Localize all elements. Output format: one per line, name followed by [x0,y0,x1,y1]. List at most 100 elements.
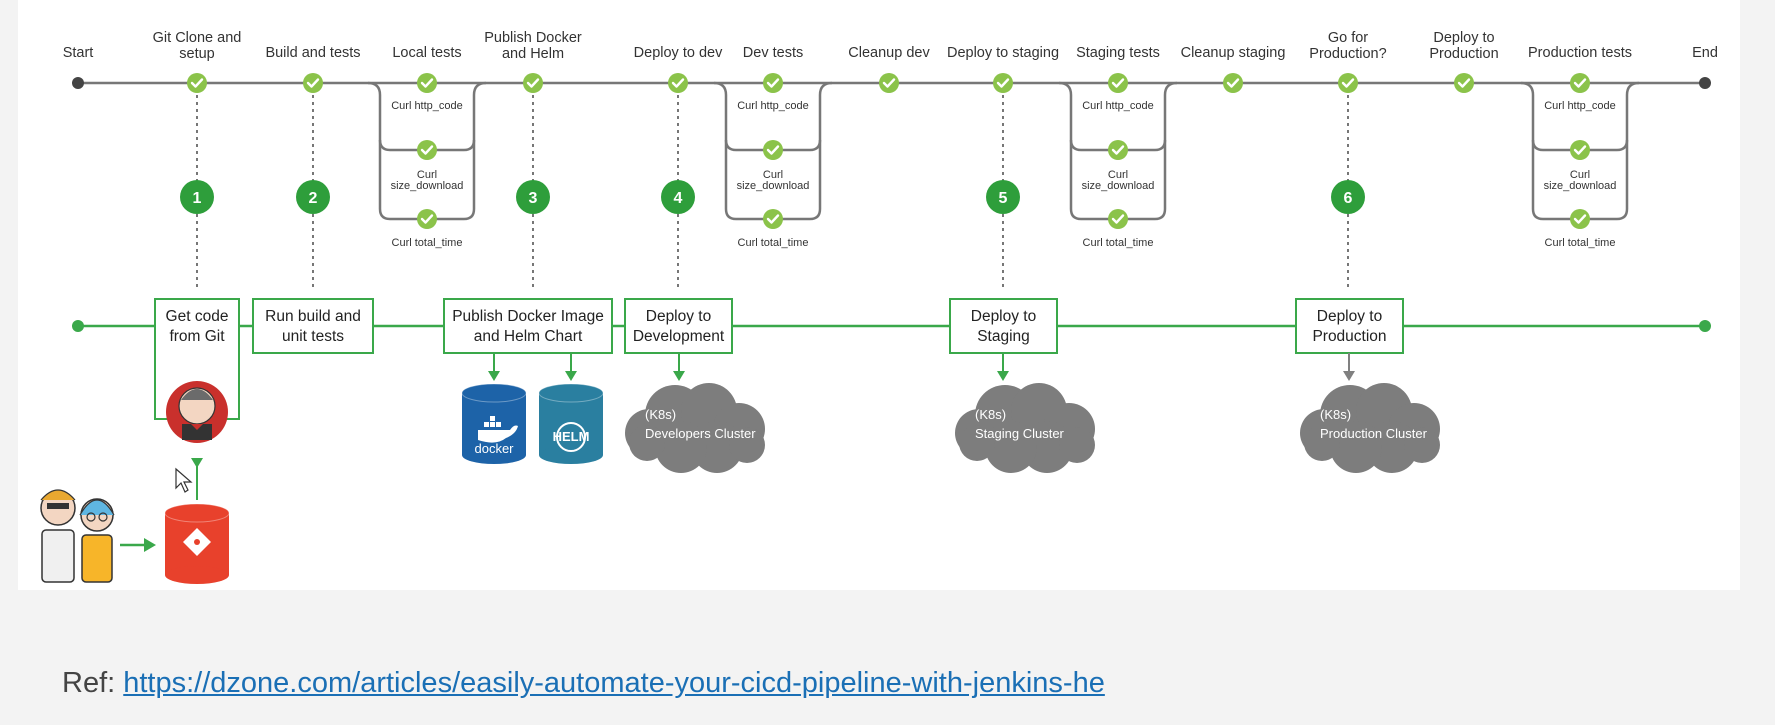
cloud-puff [1366,421,1418,473]
check-circle [763,140,783,160]
stage-label-deploy-production: Production [1429,46,1498,62]
box-label-deploy-staging-box: Deploy to [971,308,1036,325]
box-label-publish-image: Publish Docker Image [452,308,604,325]
check-mark [1111,78,1125,88]
cloud-puff [1330,421,1382,473]
reference-prefix: Ref: [62,667,124,699]
check-mark [1341,78,1355,88]
check-mark [306,78,320,88]
check-mark [1573,145,1587,155]
developer-glasses [86,512,96,522]
docker-container-icon [484,422,489,427]
box-label-deploy-development: Development [633,328,725,345]
cloud-label-staging-cluster: Staging Cluster [975,426,1065,441]
cloud-puff [1021,421,1073,473]
developer-glasses [98,512,108,522]
box-run-build [252,298,374,354]
check-icon [879,73,899,93]
cloud-label-dev-cluster: (K8s) [645,407,676,422]
stage-label-dev-tests: Dev tests [743,45,803,61]
cloud-puff [1059,427,1095,463]
check-icon [1570,140,1590,160]
sub-label-total-time: Curl total_time [392,237,463,249]
sub-label-total-time: Curl total_time [1545,237,1616,249]
arrow-to-dev-cluster-head [673,371,685,381]
cloud-puff [1404,427,1440,463]
step-badge-5 [986,180,1020,214]
check-circle [668,73,688,93]
sub-label-size-download: size_download [391,180,464,192]
check-mark [671,78,685,88]
arrow-to-production-cluster-head [1343,371,1355,381]
developer-hair [79,499,115,516]
developers-icon [40,489,115,583]
sub-label-total-time: Curl total_time [1083,237,1154,249]
git-logo-dot [194,539,200,545]
check-icon [763,209,783,229]
step-number: 1 [193,190,202,207]
cloud-puff [959,425,995,461]
check-mark [420,78,434,88]
check-icon [763,73,783,93]
check-mark [1457,78,1471,88]
sub-label-total-time: Curl total_time [738,237,809,249]
step-badge-3 [516,180,550,214]
box-label-deploy-staging-box: Staging [977,328,1030,345]
check-circle [1108,73,1128,93]
developer-body [41,529,75,583]
check-circle [417,73,437,93]
cloud-puff [729,427,765,463]
stage-label-go-production: Go for [1328,30,1368,46]
stage-label-deploy-production: Deploy to [1433,30,1494,46]
jenkins-icon [166,381,228,443]
stage-label-git-clone: setup [179,46,214,62]
box-label-publish-image: and Helm Chart [474,328,583,345]
check-mark [766,145,780,155]
sub-label-size-download: Curl [417,169,437,181]
arrow-to-docker-head [488,371,500,381]
mouse-cursor-icon [175,467,193,493]
helm-label: HELM [553,429,590,444]
cloud-puff [655,421,707,473]
sub-label-size-download: Curl [1108,169,1128,181]
check-circle [187,73,207,93]
box-label-deploy-production-box: Production [1312,328,1386,345]
step-number: 5 [999,190,1008,207]
reference-link[interactable]: https://dzone.com/articles/easily-automa… [123,667,1105,699]
check-circle [879,73,899,93]
stage-label-git-clone: Git Clone and [153,30,242,46]
docker-container-icon [496,422,501,427]
step-number: 4 [674,190,683,207]
helm-wheel-icon [556,422,586,452]
stage-label-publish-docker: Publish Docker [484,30,582,46]
sub-label-size-download: size_download [737,180,810,192]
arrow-devs-to-git-head [144,538,156,552]
kubernetes-cloud-icon [1300,383,1440,473]
sub-label-http-code: Curl http_code [737,100,809,112]
check-icon [763,140,783,160]
check-circle [763,73,783,93]
check-mark [1111,214,1125,224]
cylinder-top [538,383,604,403]
check-circle [1338,73,1358,93]
cylinder-base [462,446,526,464]
check-mark [190,78,204,88]
check-circle [417,209,437,229]
cloud-puff [629,425,665,461]
check-circle [1570,73,1590,93]
check-circle [1108,209,1128,229]
check-icon [1454,73,1474,93]
box-label-run-build: unit tests [282,328,344,345]
step-badge-1 [180,180,214,214]
cylinder-top [164,503,230,523]
stage-label-cleanup-dev: Cleanup dev [848,45,930,61]
step-badge-6 [1331,180,1365,214]
check-icon [1108,209,1128,229]
stage-label-production-tests: Production tests [1528,45,1632,61]
kubernetes-cloud-icon [955,383,1095,473]
deployment-start-node [72,320,84,332]
sub-label-size-download: size_download [1082,180,1155,192]
step-badge-4 [661,180,695,214]
sub-label-http-code: Curl http_code [1082,100,1154,112]
